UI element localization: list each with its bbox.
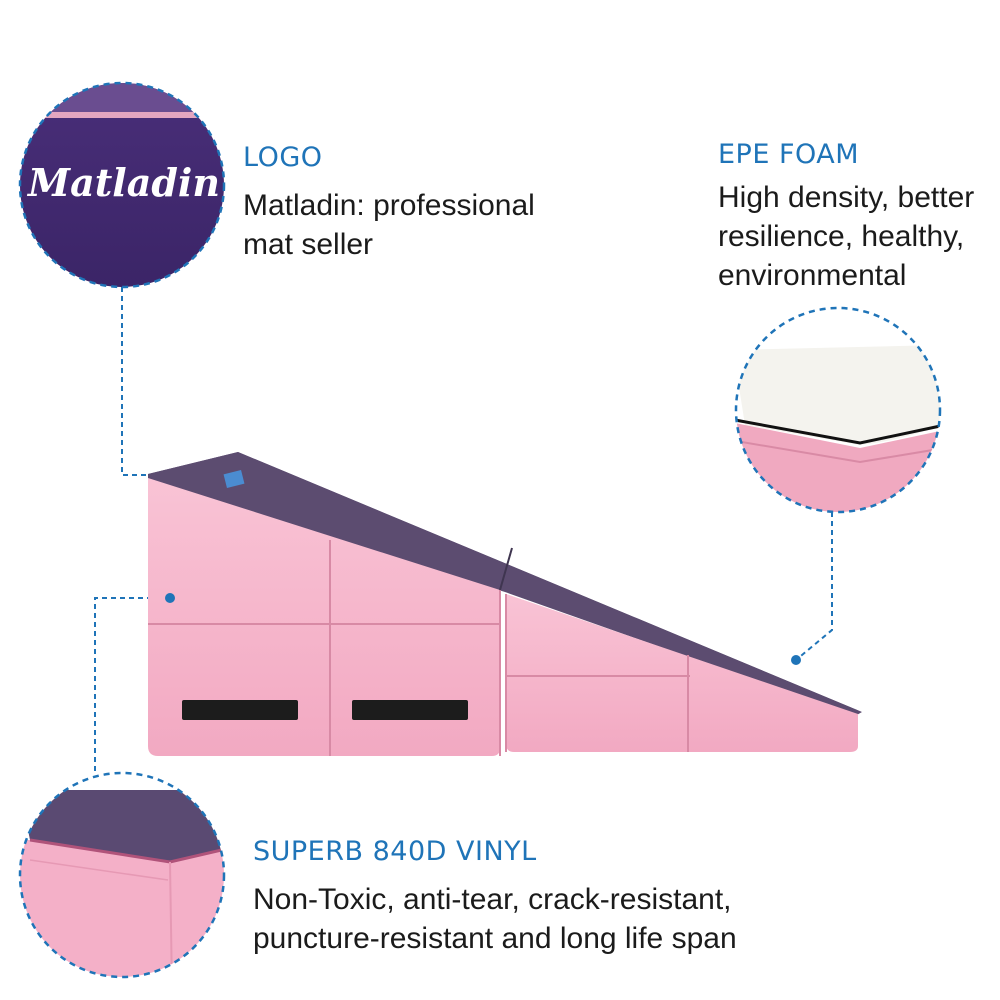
logo-badge-text: Matladin <box>26 160 220 205</box>
mat-handle-right <box>352 700 468 720</box>
mat-logo-tag <box>223 470 245 488</box>
logo-heading: LOGO <box>243 142 323 173</box>
foam-description-line: High density, better <box>718 181 975 214</box>
logo-description-line: mat seller <box>243 228 374 261</box>
foam-description-line: environmental <box>718 259 907 292</box>
wedge-mat <box>148 452 862 756</box>
foam-detail-circle <box>734 306 942 514</box>
mat-left-block <box>148 478 500 756</box>
foam-heading: EPE FOAM <box>718 139 860 170</box>
vinyl-connector <box>94 597 170 773</box>
foam-description-line: resilience, healthy, <box>718 220 965 253</box>
vinyl-description-line: Non-Toxic, anti-tear, crack-resistant, <box>253 883 732 916</box>
vinyl-detail-circle <box>18 771 226 979</box>
logo-connector <box>121 287 170 476</box>
vinyl-description-line: puncture-resistant and long life span <box>253 922 737 955</box>
logo-description: Matladin: professional mat seller <box>243 186 535 264</box>
foam-connector <box>795 512 833 661</box>
logo-description-line: Matladin: professional <box>243 189 535 222</box>
vinyl-heading: SUPERB 840D VINYL <box>253 836 537 867</box>
mat-right-block <box>506 594 858 752</box>
mat-handle-left <box>182 700 298 720</box>
foam-description: High density, better resilience, healthy… <box>718 178 974 295</box>
logo-detail-circle: Matladin <box>18 81 226 289</box>
foam-dot <box>791 655 801 665</box>
vinyl-description: Non-Toxic, anti-tear, crack-resistant, p… <box>253 880 737 958</box>
logo-dot <box>165 593 175 603</box>
